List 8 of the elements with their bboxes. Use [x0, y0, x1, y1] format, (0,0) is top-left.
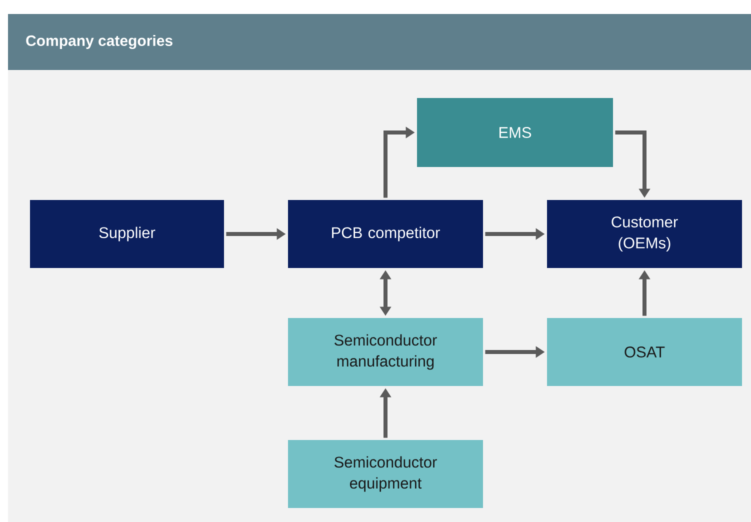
header-bar: Company categories [8, 14, 751, 70]
process-box: Customer (OEMs) [547, 200, 742, 268]
process-box: EMS [417, 98, 613, 167]
process-box: Semiconductor equipment [288, 440, 483, 508]
process-box: PCB competitor [288, 200, 483, 268]
process-box: Semiconductor manufacturing [288, 318, 483, 386]
process-box: Supplier [30, 200, 224, 268]
process-box: OSAT [547, 318, 742, 386]
